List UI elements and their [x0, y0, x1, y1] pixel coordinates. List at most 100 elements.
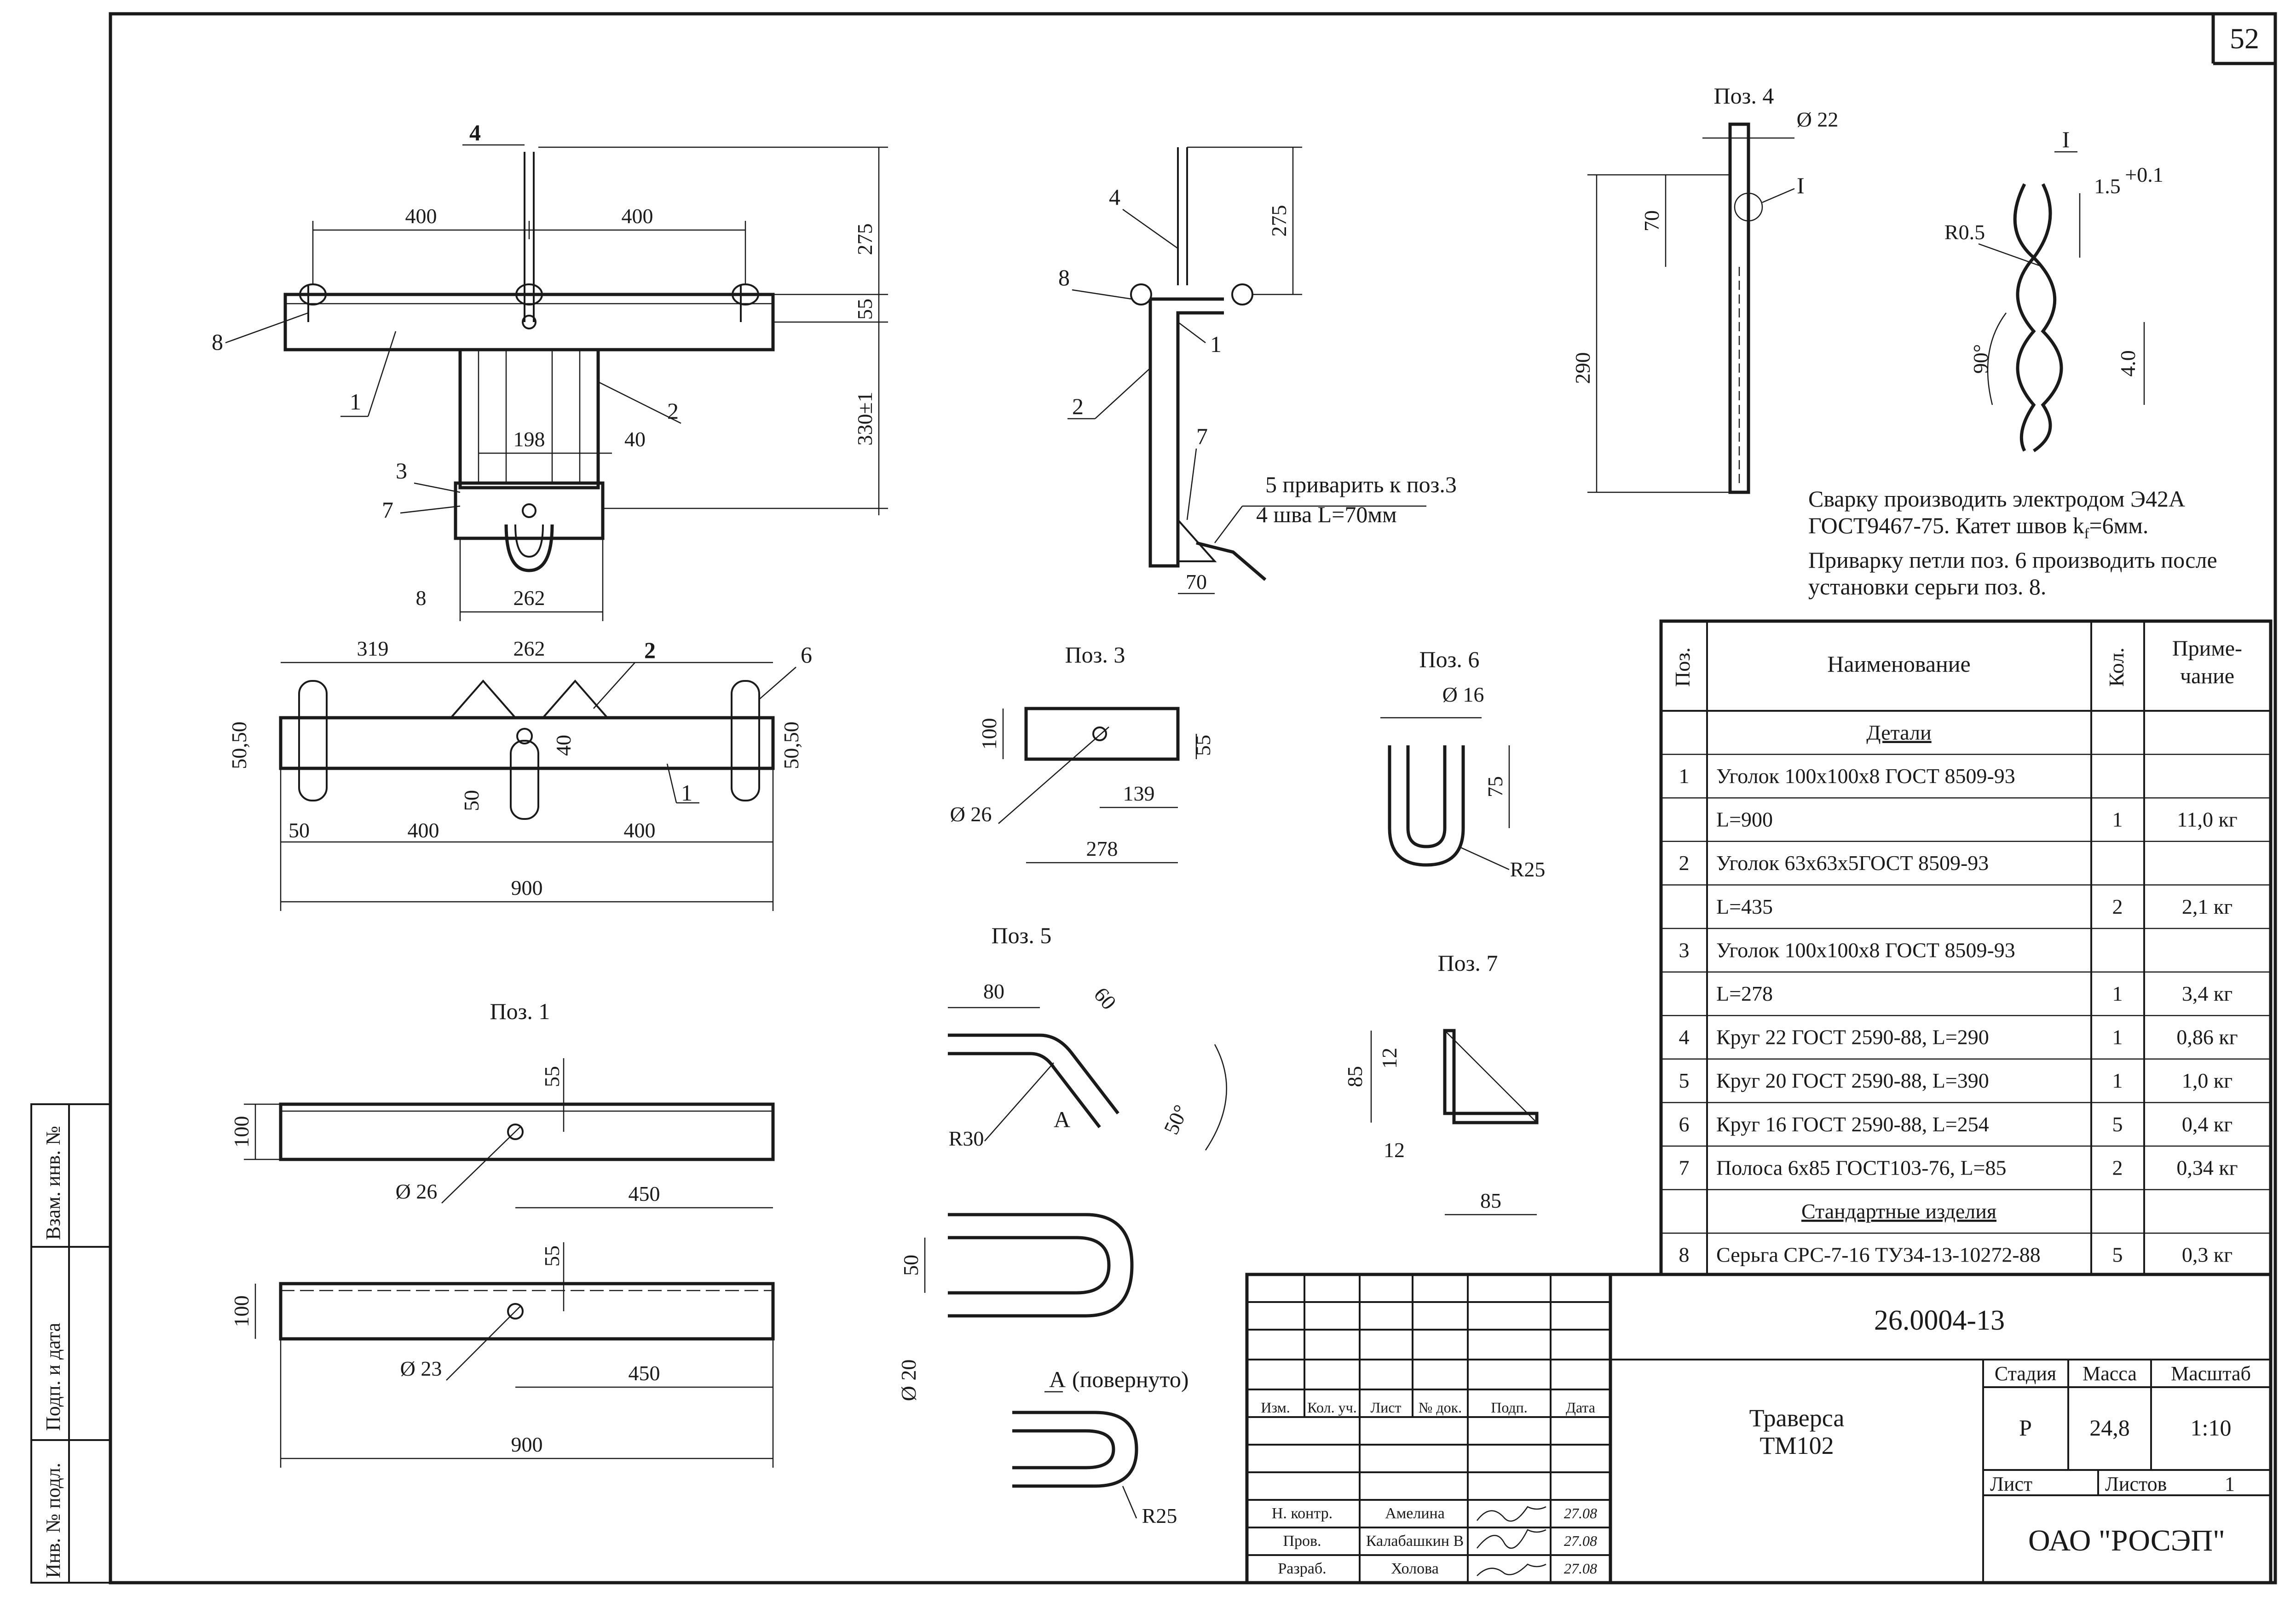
signature-0	[1477, 1506, 1546, 1522]
poz7-view: Поз. 7 85 12 12 85	[1343, 950, 1539, 1216]
poz1a-dim-100: 100	[230, 1116, 253, 1148]
callout-front-1: 1	[350, 389, 361, 415]
callout-top-2: 2	[644, 637, 656, 663]
detail-I-title: I	[2062, 127, 2070, 152]
callout-front-7: 7	[382, 497, 393, 523]
spec-cell-name: L=900	[1716, 808, 1773, 831]
spec-cell-name: L=278	[1716, 982, 1773, 1005]
poz3-dim-d26: Ø 26	[950, 802, 992, 826]
dim-top-40: 40	[552, 735, 575, 756]
poz7-title: Поз. 7	[1438, 950, 1498, 976]
poz7-dim-85-h: 85	[1480, 1189, 1501, 1212]
top-view: 319 262 2 6 50,50 50,50 40 50 50 400 400…	[227, 637, 812, 911]
stage-label: Стадия	[1995, 1362, 2056, 1385]
view-A: А (повернуто) R25	[1012, 1366, 1189, 1527]
weld-note-line-1: 5 приварить к поз.3	[1265, 472, 1457, 497]
poz5-dim-r30: R30	[949, 1127, 984, 1150]
sheets-label: Листов	[2105, 1473, 2167, 1495]
dim-front-8: 8	[416, 586, 427, 610]
poz6-title: Поз. 6	[1419, 646, 1480, 672]
poz3-dim-139: 139	[1123, 782, 1155, 805]
note-line-4: установки серьги поз. 8.	[1808, 574, 2047, 599]
dim-top-50-center: 50	[460, 790, 483, 811]
detail-dim-tol: +0.1	[2125, 163, 2163, 186]
view-A-letter: А	[1049, 1366, 1066, 1392]
dim-front-400-left: 400	[405, 204, 437, 228]
poz3-dim-100: 100	[977, 718, 1001, 750]
dim-front-55: 55	[853, 299, 877, 320]
poz6-dim-d16: Ø 16	[1442, 683, 1484, 706]
poz5-dim-60: 60	[1090, 983, 1121, 1014]
rev-header-cell: Кол. уч.	[1307, 1399, 1356, 1416]
scale-value: 1:10	[2191, 1415, 2232, 1441]
signer-name-1: Калабашкин В	[1366, 1533, 1464, 1550]
dim-top-319: 319	[357, 637, 389, 660]
rev-header-cell: № док.	[1419, 1399, 1462, 1416]
mass-value: 24,8	[2089, 1415, 2130, 1441]
scale-label: Масштаб	[2171, 1362, 2251, 1385]
spec-cell-pos: 3	[1679, 938, 1690, 962]
poz4-dim-70: 70	[1640, 210, 1663, 231]
stamp-orig-inv: Инв. № подл.	[42, 1463, 64, 1578]
poz1b-dim-d23: Ø 23	[400, 1357, 442, 1380]
spec-cell-qty: 1	[2112, 1026, 2123, 1049]
rev-header-cell: Дата	[1566, 1399, 1595, 1416]
dim-front-400-right: 400	[622, 204, 653, 228]
mass-label: Масса	[2083, 1362, 2137, 1385]
spec-cell-note: 1,0 кг	[2182, 1069, 2233, 1092]
sheet-label: Лист	[1990, 1473, 2032, 1495]
spec-cell-note: 11,0 кг	[2177, 808, 2238, 831]
poz4-dim-d22: Ø 22	[1797, 108, 1839, 131]
signer-date-2: 27.08	[1564, 1560, 1597, 1577]
note-line-1: Сварку производить электродом Э42А	[1808, 486, 2186, 512]
spec-cell-qty: 5	[2112, 1112, 2123, 1136]
callout-side-8: 8	[1058, 265, 1070, 290]
spec-cell-note: 0,3 кг	[2182, 1243, 2233, 1267]
spec-cell-pos: 7	[1679, 1156, 1690, 1179]
spec-head-qty: Кол.	[2105, 647, 2128, 686]
spec-cell-name: Уголок 63x63x5ГОСТ 8509-93	[1716, 851, 1989, 875]
detail-dim-90: 90°	[1969, 344, 1992, 374]
spec-cell-name: Круг 22 ГОСТ 2590-88, L=290	[1716, 1026, 1989, 1049]
poz5-view: Поз. 5 80 60 R30 А 50° 50 Ø 20	[897, 922, 1227, 1401]
spec-cell-name: L=435	[1716, 895, 1773, 918]
signer-name-2: Холова	[1391, 1560, 1439, 1577]
stage-value: Р	[2019, 1415, 2032, 1441]
spec-cell-qty: 2	[2112, 1156, 2123, 1179]
poz1b-dim-450: 450	[629, 1361, 660, 1385]
note-line-2: ГОСТ9467-75. Катет швов kf=6мм.	[1808, 512, 2278, 547]
doc-number: 26.0004-13	[1874, 1305, 2005, 1336]
poz7-dim-12-v: 12	[1378, 1048, 1401, 1069]
poz1b-dim-900: 900	[511, 1433, 543, 1456]
title-line-2: ТМ102	[1759, 1432, 1834, 1459]
spec-cell-pos: 6	[1679, 1112, 1690, 1136]
company-name: ОАО "РОСЭП"	[2028, 1524, 2225, 1557]
spec-cell-note: 0,4 кг	[2182, 1112, 2233, 1136]
front-view: 400 400 275 55 330±1 198 40 262 8 4 8 1 …	[212, 120, 888, 621]
poz1a-dim-d26: Ø 26	[396, 1180, 438, 1203]
note-line-3: Приварку петли поз. 6 производить после	[1808, 547, 2217, 573]
spec-head-note-2: чание	[2180, 664, 2234, 688]
stamp-replace-inv: Взам. инв. №	[42, 1126, 64, 1240]
poz1a-dim-450: 450	[629, 1182, 660, 1205]
dim-top-400-right: 400	[624, 818, 656, 842]
callout-side-7: 7	[1196, 423, 1208, 449]
welding-notes: Сварку производить электродом Э42А ГОСТ9…	[1808, 485, 2278, 600]
callout-top-1: 1	[681, 780, 692, 806]
side-view: 275 70 4 8 1 2 7 5 приварить к поз.3 4 ш…	[1058, 146, 1457, 594]
rev-header-cell: Лист	[1370, 1399, 1401, 1416]
page-number: 52	[2230, 22, 2259, 55]
callout-side-1: 1	[1210, 331, 1222, 357]
dim-front-330: 330±1	[853, 392, 877, 445]
spec-head-note-1: Приме-	[2172, 636, 2242, 661]
poz4-dim-290: 290	[1571, 352, 1594, 384]
callout-front-4: 4	[469, 120, 481, 145]
spec-cell-qty: 2	[2112, 895, 2123, 918]
spec-cell-qty: 5	[2112, 1243, 2123, 1267]
dim-front-198: 198	[513, 427, 545, 451]
poz3-view: Поз. 3 100 55 Ø 26 139 278	[950, 642, 1215, 864]
callout-front-3: 3	[396, 458, 407, 484]
spec-cell-name: Уголок 100x100x8 ГОСТ 8509-93	[1716, 938, 2015, 962]
